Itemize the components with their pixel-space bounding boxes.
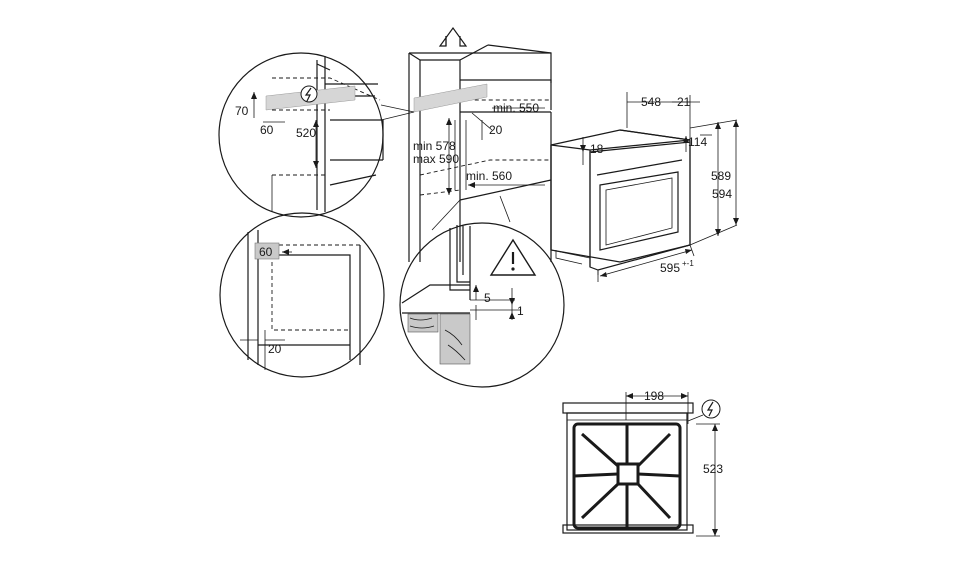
top-view-oven: 198 523 [562, 389, 723, 537]
top-offset-label: 198 [644, 389, 664, 403]
oven-width-label: 595 [660, 261, 680, 275]
offset-1-label: 1 [517, 304, 524, 318]
oven-depth-label: 548 [641, 95, 661, 109]
door-thickness-label: 21 [677, 95, 691, 109]
detail-circle-top: 70 60 520 [218, 52, 415, 218]
niche-min-height-label: min 578 [413, 139, 456, 153]
cabinet-height-label: 520 [296, 126, 316, 140]
oven-width-tolerance-label: +-1 [682, 259, 694, 268]
front-height-label: 594 [712, 187, 732, 201]
bottom-gap-label: 20 [268, 342, 282, 356]
up-arrow-icon [438, 26, 468, 47]
detail-circle-bottom: 60 20 [219, 212, 385, 378]
electric-plug-icon [687, 399, 721, 422]
cabinet-niche [408, 44, 552, 262]
grate-icon [572, 422, 682, 530]
offset-5-label: 5 [484, 291, 491, 305]
oven-dimensions: 548 21 114 18 589 594 595 +-1 [580, 92, 739, 282]
electric-plug-icon [300, 85, 318, 103]
gap-depth-label: 60 [260, 123, 274, 137]
gap-20-top-label: 20 [489, 123, 503, 137]
gap-top-label: 70 [235, 104, 249, 118]
warning-icon [489, 238, 537, 276]
cutout-depth-label: 523 [703, 462, 723, 476]
oven-body [550, 129, 691, 275]
vent-gap-label: 60 [259, 245, 273, 259]
niche-min-width-label: min. 560 [466, 169, 512, 183]
niche-max-height-label: max 590 [413, 152, 459, 166]
panel-114-label: 114 [688, 135, 707, 149]
niche-dimensions: min 578 max 590 min. 550 20 min. 560 [413, 101, 545, 195]
oven-height-label: 589 [711, 169, 731, 183]
panel-18-label: 18 [590, 142, 604, 156]
detail-circle-warning: 5 1 [399, 195, 565, 388]
